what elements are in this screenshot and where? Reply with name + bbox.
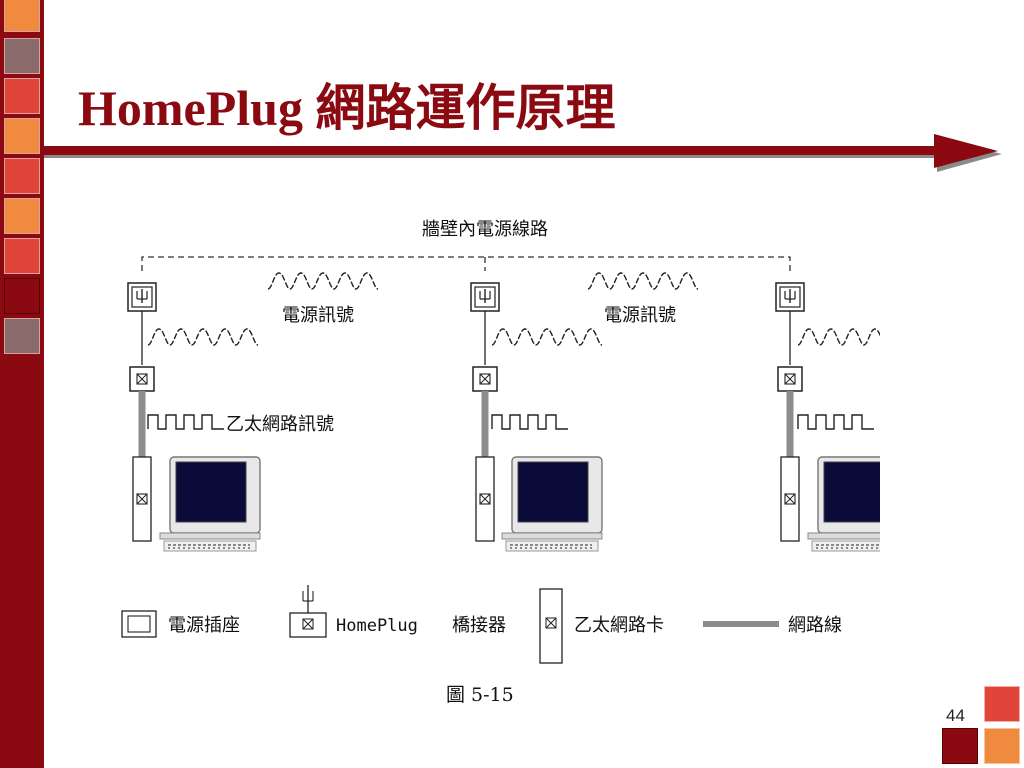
deco-square	[4, 238, 40, 274]
homeplug-bridge-icon	[472, 366, 498, 392]
deco-square	[4, 0, 40, 32]
deco-square	[984, 686, 1020, 722]
legend-bridge-label: 橋接器	[452, 615, 506, 636]
computer-icon	[501, 456, 603, 552]
node-2	[470, 282, 603, 552]
power-signal-wave	[491, 328, 603, 346]
ethernet-card-icon	[780, 456, 800, 542]
slide-title: HomePlug 網路運作原理	[78, 80, 616, 136]
deco-square	[4, 198, 40, 234]
wall-wiring-label: 牆壁內電源線路	[422, 219, 548, 240]
legend-bridge-icon	[289, 585, 327, 638]
homeplug-diagram: 牆壁內電源線路 電源訊號 電源訊號 乙太網路訊號	[121, 219, 880, 705]
title-underline-arrow	[44, 134, 1002, 172]
deco-square	[4, 78, 40, 114]
computer-icon	[159, 456, 261, 552]
deco-square	[4, 278, 40, 314]
deco-square	[4, 318, 40, 354]
deco-square	[984, 728, 1020, 764]
legend-outlet-label: 電源插座	[168, 615, 240, 636]
network-cable-line	[138, 391, 146, 487]
ethernet-signal-wave	[147, 414, 225, 430]
ethernet-signal-wave	[491, 414, 569, 430]
power-outlet-icon	[127, 282, 157, 312]
power-signal-label: 電源訊號	[282, 305, 354, 326]
legend-bridge-name: HomePlug	[336, 616, 418, 636]
ethernet-card-icon	[132, 456, 152, 542]
legend-ethernet-card-label: 乙太網路卡	[574, 615, 664, 636]
page-number: 44	[946, 706, 965, 725]
homeplug-bridge-icon	[777, 366, 803, 392]
deco-square	[4, 158, 40, 194]
figure-caption: 圖 5-15	[446, 684, 514, 705]
ethernet-signal-wave	[797, 414, 875, 430]
power-signal-label: 電源訊號	[604, 305, 676, 326]
node-1	[127, 282, 261, 552]
network-cable-line	[481, 391, 489, 487]
computer-icon	[807, 456, 880, 552]
wall-wiring-line	[141, 256, 791, 271]
power-outlet-icon	[775, 282, 805, 312]
network-cable-line	[786, 391, 794, 487]
power-signal-wave	[147, 328, 259, 346]
ethernet-card-icon	[475, 456, 495, 542]
left-decorative-band	[0, 0, 44, 768]
homeplug-bridge-icon	[129, 366, 155, 392]
legend-network-cable-icon	[703, 621, 779, 627]
legend-ethernet-card-icon	[539, 588, 563, 664]
power-signal-wave	[797, 328, 880, 346]
legend-network-cable-label: 網路線	[788, 615, 842, 636]
deco-square	[942, 728, 978, 764]
ethernet-signal-label: 乙太網路訊號	[226, 414, 334, 435]
power-outlet-icon	[470, 282, 500, 312]
deco-square	[4, 118, 40, 154]
deco-square	[4, 38, 40, 74]
legend: 電源插座 HomePlug 橋接器 乙太網路卡 網路線	[121, 585, 842, 664]
power-signal-wave	[587, 272, 699, 290]
node-3	[775, 282, 880, 552]
power-signal-wave	[267, 272, 379, 290]
